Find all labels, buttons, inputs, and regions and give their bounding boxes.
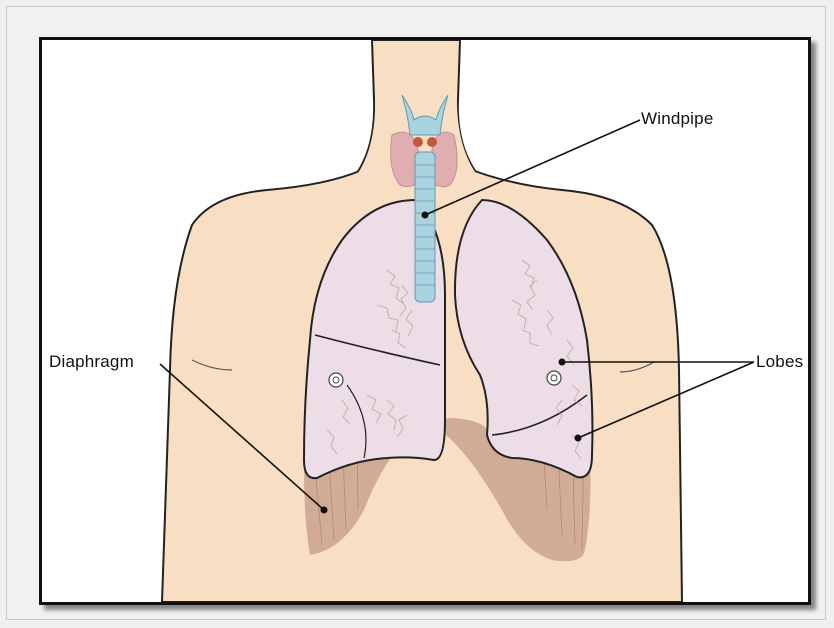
diagram-frame: Windpipe Diaphragm Lobes bbox=[39, 37, 811, 605]
diaphragm-label: Diaphragm bbox=[49, 352, 134, 372]
figure-background: Windpipe Diaphragm Lobes bbox=[6, 6, 826, 620]
right-hilum-icon bbox=[547, 371, 561, 385]
trachea bbox=[415, 152, 435, 302]
windpipe-label: Windpipe bbox=[641, 109, 713, 129]
lobes-label: Lobes bbox=[756, 352, 803, 372]
left-hilum-icon bbox=[329, 373, 343, 387]
